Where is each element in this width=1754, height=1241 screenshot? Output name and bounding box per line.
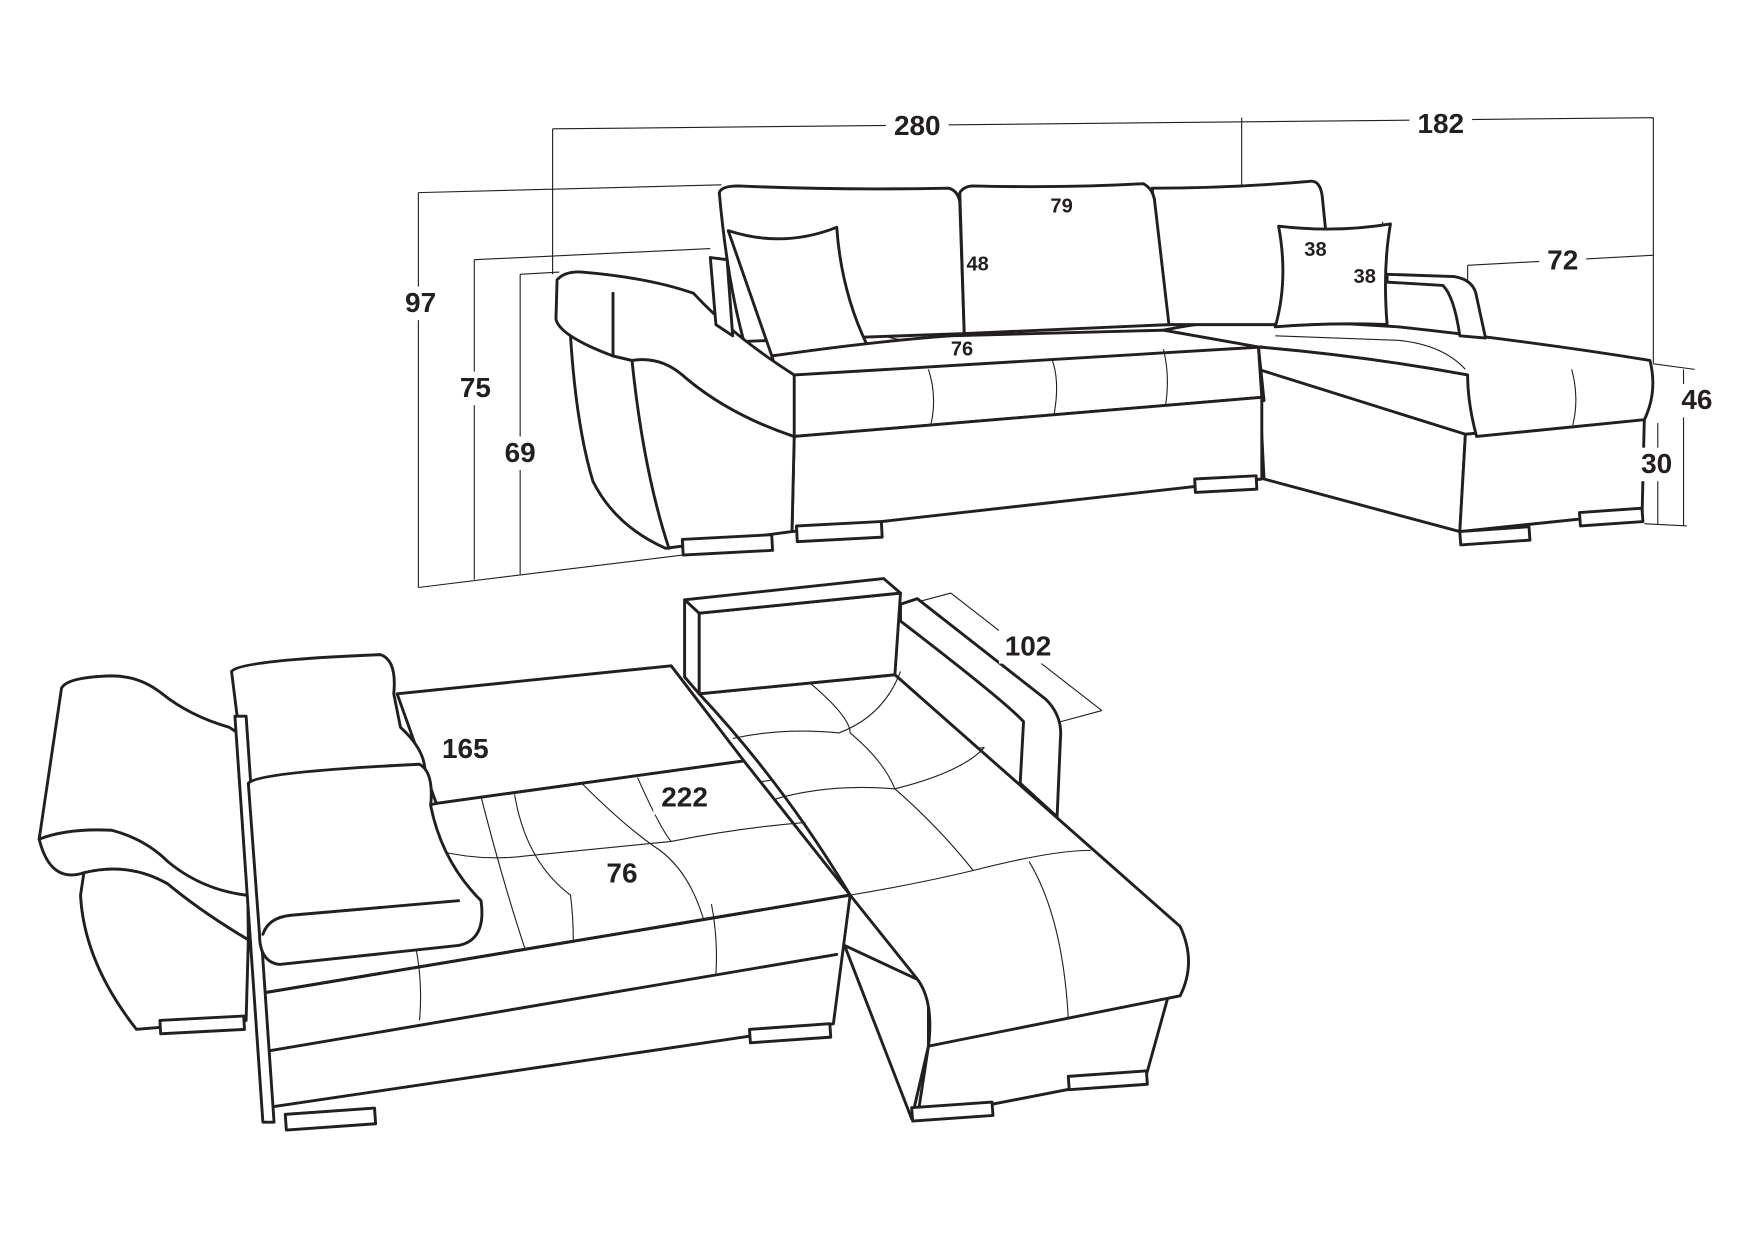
chaise-armrest [1385, 272, 1487, 340]
leg [1066, 1069, 1149, 1092]
leg [748, 1022, 833, 1045]
chaise-length-label: 102 [1005, 630, 1052, 661]
mattress-depth-label: 76 [606, 857, 637, 888]
leg [283, 1106, 378, 1132]
base-height-label: 30 [1641, 448, 1672, 479]
dimension-labels-bottom: 102 165 222 76 [434, 630, 1058, 891]
backrest-width-label: 79 [1050, 195, 1072, 217]
leg [1458, 525, 1532, 547]
leg [1578, 506, 1645, 528]
left-pillow [726, 225, 869, 358]
leg [680, 533, 775, 557]
chaise-width-label: 182 [1417, 108, 1464, 139]
back-cushion-middle [958, 182, 1171, 336]
bed-side-panel [233, 714, 276, 1124]
backrest-height-label: 48 [966, 254, 988, 276]
pillow-height-label: 38 [1354, 266, 1376, 288]
chaise-depth-label: 72 [1547, 244, 1578, 275]
bed-mode-view: 102 165 222 76 [37, 577, 1190, 1132]
total-width-label: 280 [894, 110, 941, 141]
assembled-sofa-view: 280 182 97 75 69 79 48 76 38 38 72 46 30 [398, 107, 1721, 589]
chaise-base [1256, 367, 1467, 534]
seat-height-label: 46 [1681, 384, 1712, 415]
bed-headrest [230, 653, 427, 785]
pillow-width-label: 38 [1304, 239, 1326, 261]
back-height-label: 75 [460, 372, 491, 403]
bed-left-arm-base [79, 867, 250, 1031]
leg [910, 1100, 995, 1123]
left-armrest-top [554, 270, 796, 438]
dimension-labels-top: 280 182 97 75 69 79 48 76 38 38 72 46 30 [398, 107, 1721, 482]
leg [795, 520, 884, 544]
bed-chaise-arm [899, 597, 1063, 819]
armrest-height-label: 69 [505, 437, 536, 468]
seat-depth-label: 76 [951, 339, 973, 361]
armrest-back-strip [708, 256, 735, 338]
total-height-label: 97 [405, 287, 436, 318]
bed-chaise-seat [697, 673, 1190, 1048]
bed-width-label: 165 [442, 733, 489, 764]
bed-back-block-side [683, 598, 701, 696]
leg [1193, 474, 1259, 494]
bed-length-label: 222 [661, 781, 708, 812]
leg [158, 1014, 246, 1036]
